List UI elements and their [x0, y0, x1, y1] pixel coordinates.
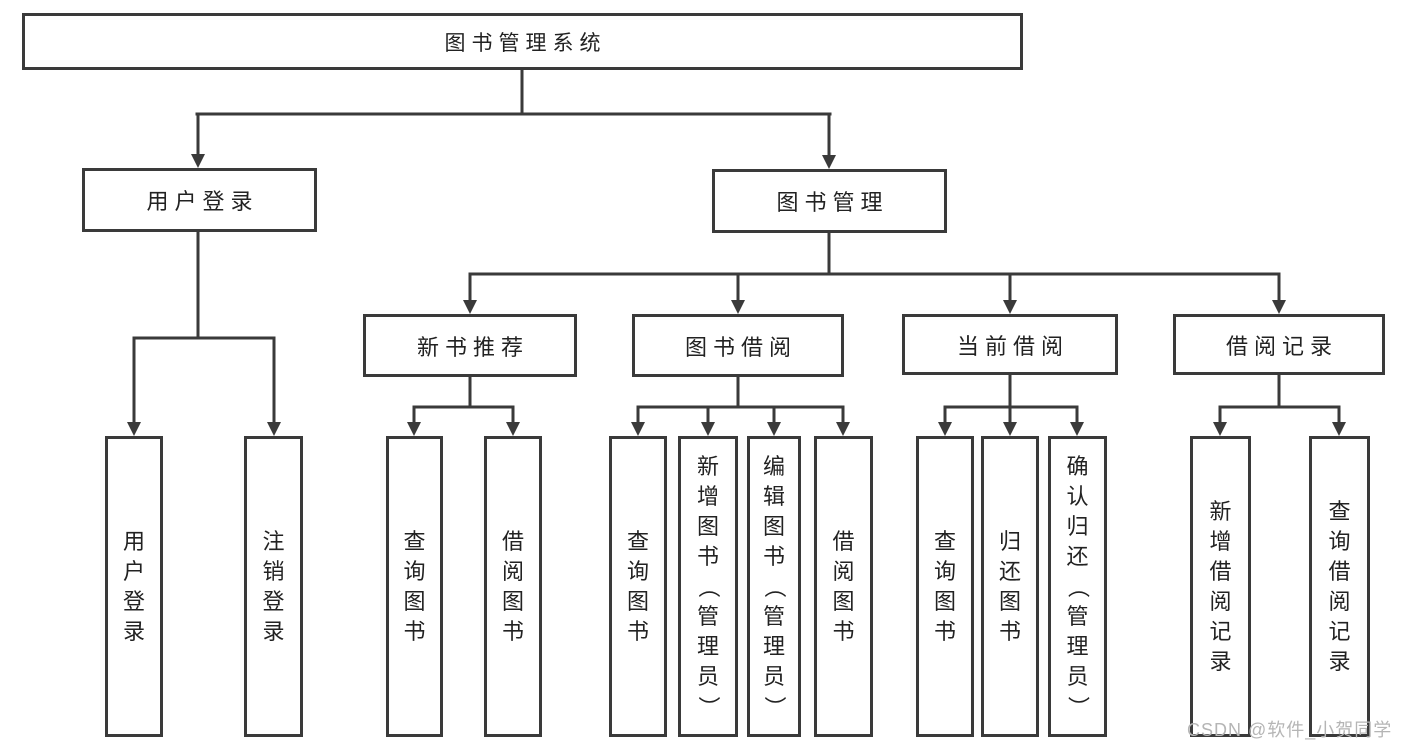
- node-label: 新增图书（管理员）: [696, 453, 721, 718]
- node-label: 借阅图书: [501, 528, 524, 644]
- node-label: 图书管理系统: [444, 31, 607, 55]
- node-label: 查询借阅记录: [1328, 498, 1351, 674]
- leaf-logout: 注销登录: [244, 436, 303, 737]
- node-label: 新增借阅记录: [1209, 498, 1232, 674]
- node-label: 归还图书: [998, 528, 1021, 644]
- leaf-search-borrow-record: 查询借阅记录: [1309, 436, 1370, 737]
- leaf-return-books: 归还图书: [981, 436, 1039, 737]
- node-label: 借阅记录: [1225, 333, 1338, 359]
- leaf-search-books-borrowing: 查询图书: [609, 436, 667, 737]
- leaf-confirm-return-admin: 确认归还（管理员）: [1048, 436, 1107, 737]
- node-book-borrowing: 图书借阅: [632, 314, 844, 377]
- node-library-management-system: 图书管理系统: [22, 13, 1023, 70]
- node-label: 新书推荐: [416, 334, 529, 360]
- node-user-login: 用户登录: [82, 168, 317, 232]
- node-label: 图书管理: [776, 190, 889, 215]
- leaf-borrow-books-borrowing: 借阅图书: [814, 436, 873, 737]
- watermark: CSDN @软件_小贺同学: [1187, 720, 1393, 740]
- node-label: 用户登录: [146, 189, 259, 214]
- node-label: 确认归还（管理员）: [1065, 453, 1091, 718]
- node-label: 用户登录: [122, 528, 145, 644]
- node-label: 查询图书: [403, 528, 426, 644]
- leaf-user-login: 用户登录: [105, 436, 163, 737]
- node-label: 注销登录: [262, 528, 285, 644]
- leaf-search-books-current: 查询图书: [916, 436, 974, 737]
- leaf-borrow-books-recommend: 借阅图书: [484, 436, 542, 737]
- node-label: 查询图书: [626, 528, 649, 644]
- node-label: 图书借阅: [684, 334, 797, 360]
- node-current-borrowing: 当前借阅: [902, 314, 1118, 375]
- leaf-add-books-admin: 新增图书（管理员）: [678, 436, 738, 737]
- node-label: 查询图书: [933, 528, 956, 644]
- node-new-book-recommendation: 新书推荐: [363, 314, 577, 377]
- leaf-add-borrow-record: 新增借阅记录: [1190, 436, 1251, 737]
- node-borrowing-records: 借阅记录: [1173, 314, 1385, 375]
- node-label: 编辑图书（管理员）: [762, 453, 787, 718]
- leaf-edit-books-admin: 编辑图书（管理员）: [747, 436, 801, 737]
- leaf-search-books-recommend: 查询图书: [386, 436, 443, 737]
- node-book-management: 图书管理: [712, 169, 947, 233]
- node-label: 借阅图书: [832, 528, 855, 644]
- node-label: 当前借阅: [956, 333, 1069, 359]
